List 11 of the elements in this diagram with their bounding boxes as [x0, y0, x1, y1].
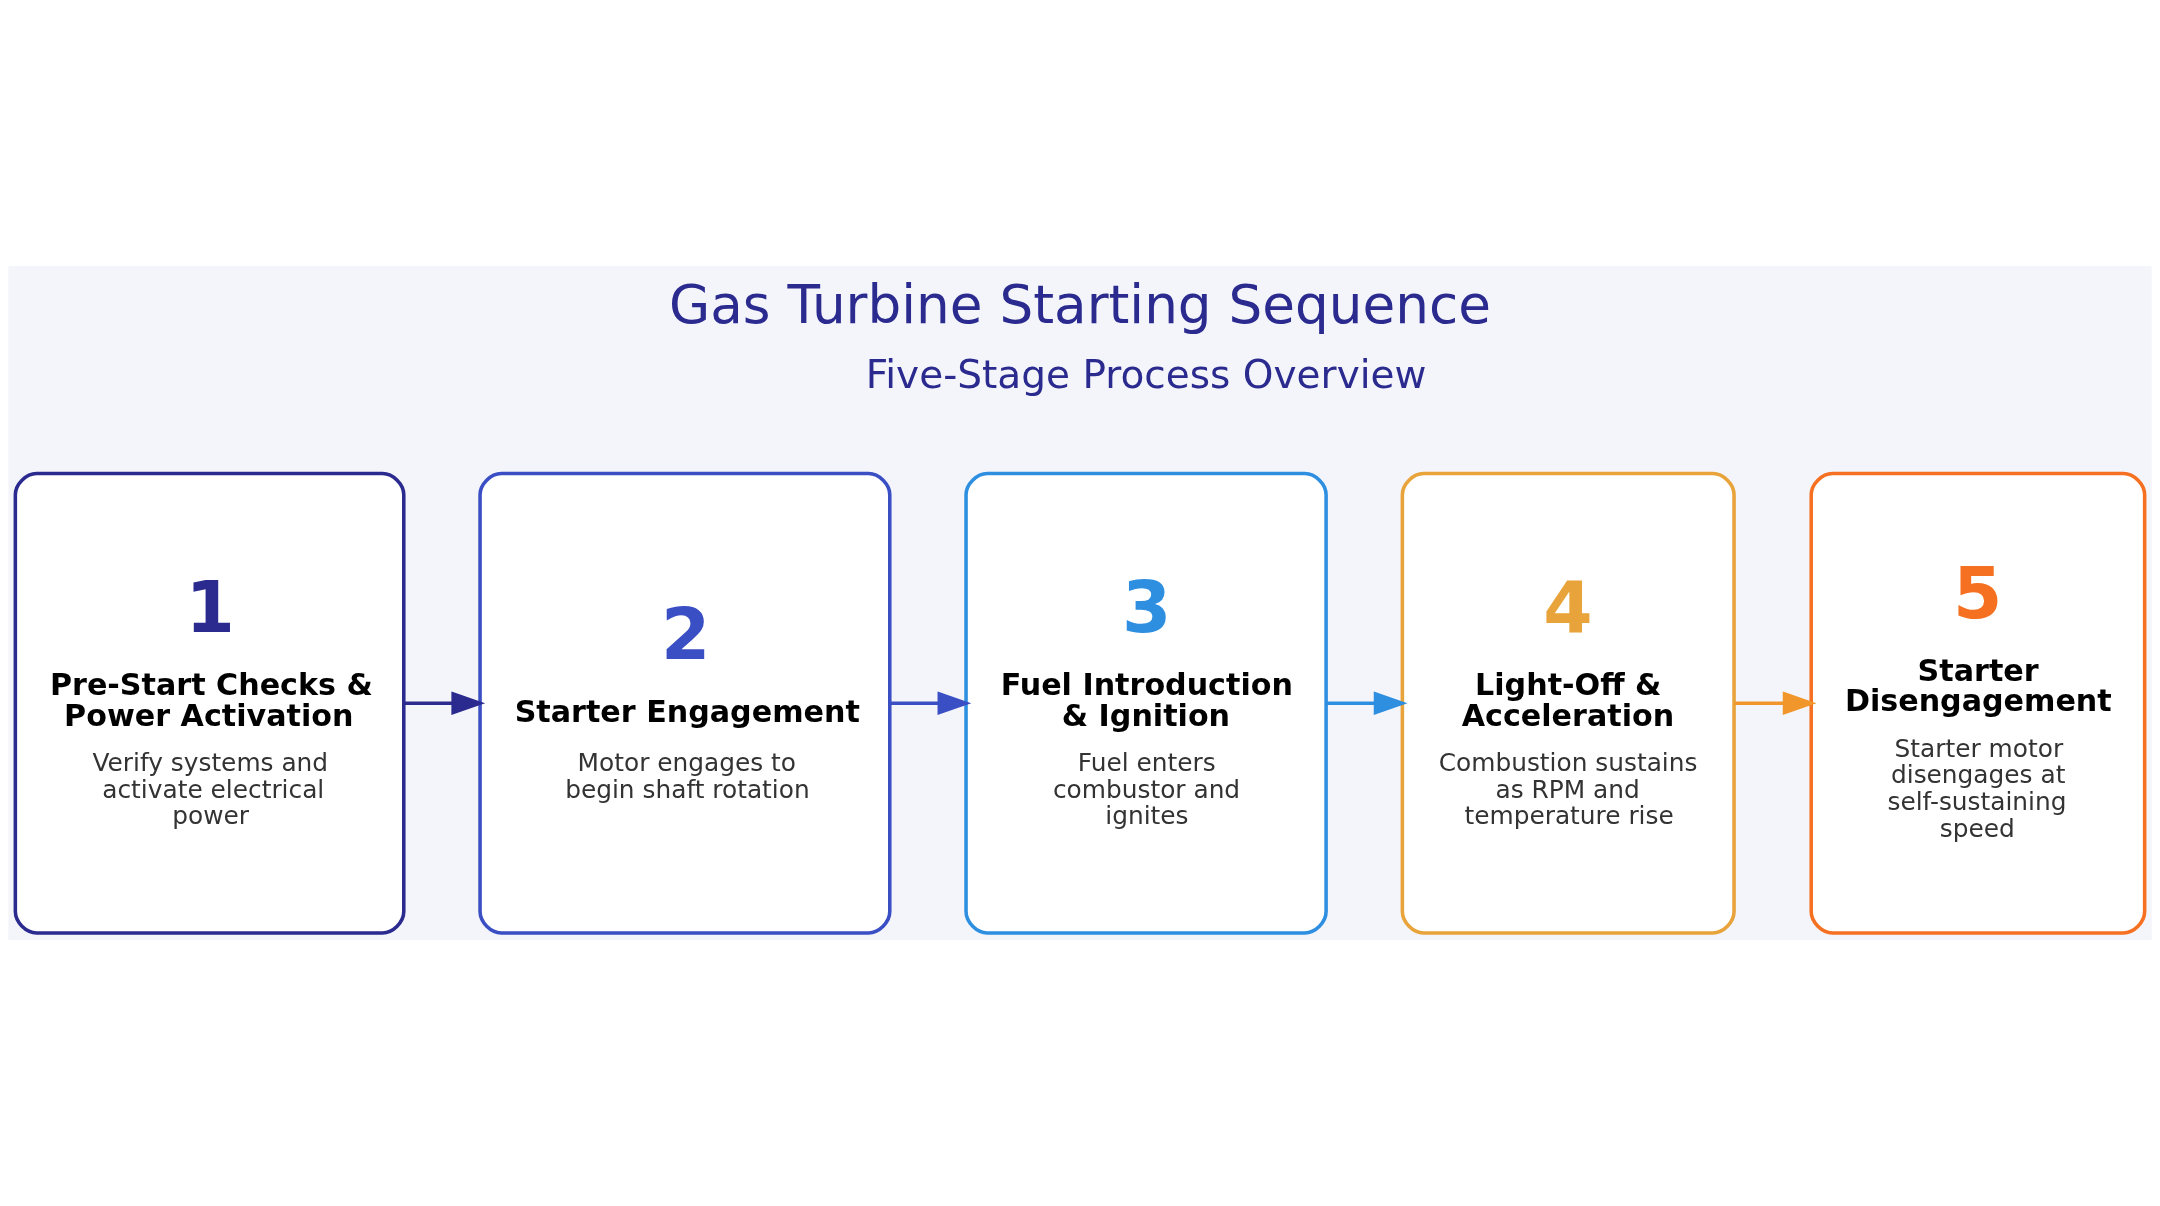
node-box: 1 Pre-Start Checks & Power Activation Verify systems and activate electrical power [13, 471, 406, 935]
arrow [889, 691, 972, 716]
node-box: 5 Starter Disengagement Starter motor disengages at self-sustaining speed [1809, 471, 2147, 935]
label: Five-Stage Process Overview [865, 351, 1427, 397]
arrow [404, 691, 486, 716]
arrow [1734, 691, 1817, 716]
diagram-title: Gas Turbine Starting Sequence [669, 273, 1491, 336]
arrow [1326, 691, 1408, 716]
node-box: 2 Starter Engagement Motor engages to begin shaft rotation [478, 471, 892, 935]
node-box: 4 Light-Off & Acceleration Combustion sustains as RPM and temperature rise [1400, 471, 1736, 935]
node-box: 3 Fuel Introduction & Ignition Fuel enters combustor and ignites [964, 471, 1328, 935]
